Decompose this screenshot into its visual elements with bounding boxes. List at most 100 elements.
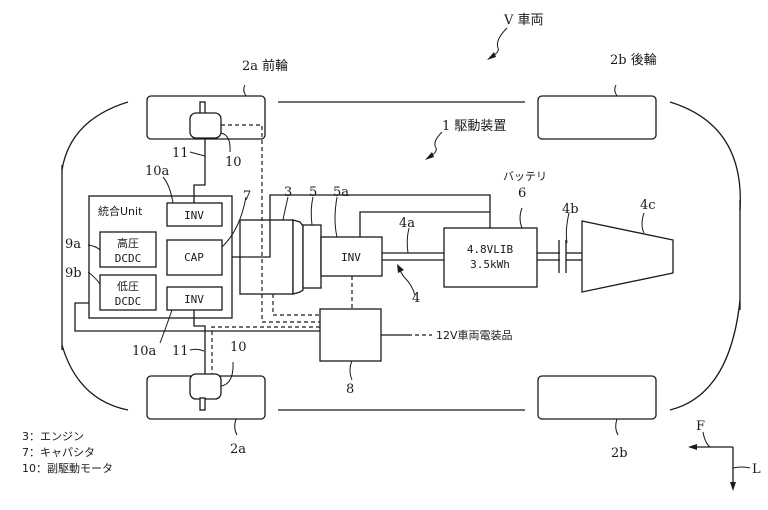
hv-dcdc-line2: DCDC (115, 252, 142, 265)
front-wheel-name: 前輪 (262, 58, 288, 74)
leader-10a-bottom (159, 309, 173, 344)
wire-ref-bottom: 11 (172, 344, 189, 359)
hv-dcdc-ref: 9a (65, 237, 81, 252)
battery-spec-line1: 4.8VLIB (467, 243, 514, 256)
legend-item-engine: 3：エンジン (22, 430, 84, 443)
hv-line-top (232, 194, 491, 258)
vehicle-body-outline (61, 101, 741, 411)
leader-10-bottom (220, 361, 234, 387)
leader-7 (221, 196, 247, 248)
leader-8 (349, 360, 353, 381)
leader-2a-top (243, 84, 247, 97)
sub-motor-top (189, 112, 222, 139)
converter-8-box (319, 308, 382, 362)
rear-wheel-top (537, 95, 657, 140)
vehicle-pointer-arrow-icon (487, 52, 496, 60)
svg-text:1 駆動装置: 1 駆動装置 (442, 119, 506, 134)
body-rear-right-arc (669, 299, 741, 411)
lv-dcdc-box (99, 274, 157, 311)
rear-wheel-name: 後輪 (631, 52, 657, 68)
capacitor-box (166, 239, 223, 276)
lv-dcdc-line2: DCDC (115, 295, 142, 308)
vehicle-ref: V (503, 13, 514, 28)
leader-2b-bottom (615, 418, 619, 436)
inv-top-label: INV (184, 209, 204, 222)
hv-dcdc-line1: 高圧 (117, 236, 139, 250)
vehicle-name: 車両 (518, 13, 544, 28)
legend-item-sub-motor: 10：副駆動モータ (22, 461, 113, 475)
leader-4b (565, 212, 570, 244)
drivetrain-pointer-arrow-icon (397, 264, 404, 273)
rear-wheel-ref-bottom: 2b (611, 446, 628, 461)
sub-motor-bottom-axle (199, 397, 206, 411)
transmission-4c (581, 220, 674, 293)
wire-11-top (193, 138, 206, 203)
sub-motor-top-axle (199, 101, 206, 115)
svg-text:V 車両: V 車両 (503, 13, 544, 28)
sub-motor-ref-bottom: 10 (230, 340, 247, 355)
drive-device-name: 駆動装置 (454, 119, 506, 134)
leader-10-top (220, 132, 231, 153)
control-dashed-engine (272, 294, 320, 316)
drivetrain-pointer-line (398, 267, 416, 296)
leader-2b-top (614, 84, 618, 97)
engine-ref: 3 (284, 185, 292, 200)
leader-4c (641, 212, 645, 234)
leader-L (732, 466, 751, 469)
inv-ref-top: 10a (145, 164, 170, 179)
axis-forward-label: F (696, 419, 705, 434)
rear-wheel-ref: 2b (610, 53, 627, 68)
legend-item-capacitor: 7：キャパシタ (22, 446, 95, 459)
leader-2a-bottom (234, 418, 238, 436)
capacitor-label: CAP (184, 251, 204, 264)
leader-10a-top (162, 176, 174, 204)
body-rear-left-arc (61, 344, 129, 411)
drive-device-ref: 1 (442, 119, 450, 134)
leader-5a (334, 196, 338, 238)
electrical-load-label: 12V車両電装品 (436, 328, 513, 342)
axis-forward-arrow-icon (688, 444, 697, 450)
transmission-ref: 4c (640, 198, 656, 213)
leader-F (702, 431, 711, 448)
svg-text:2b 後輪: 2b 後輪 (610, 52, 657, 68)
axis-lateral-label: L (752, 462, 761, 477)
body-front-right-arc (669, 101, 741, 211)
rear-wheel-bottom (537, 375, 657, 420)
integrated-unit-title: 統合Unit (98, 204, 143, 218)
leader-3 (282, 196, 289, 221)
leader-11-top (189, 151, 206, 157)
drivetrain-ref: 4 (412, 291, 420, 306)
hv-dcdc-box (99, 231, 157, 268)
battery-spec-line2: 3.5kWh (470, 258, 510, 271)
sub-motor-ref-top: 10 (225, 155, 242, 170)
control-dashed-top-motor (221, 124, 320, 323)
clutch-ref: 4b (562, 202, 579, 217)
svg-text:2a 前輪: 2a 前輪 (242, 58, 288, 74)
inv-ref-bottom: 10a (132, 344, 157, 359)
lv-dcdc-to-converter-line (74, 302, 320, 332)
battery-ref: 6 (518, 186, 526, 201)
leader-11-bottom (189, 348, 205, 352)
front-wheel-ref: 2a (242, 59, 258, 74)
wire-ref-top: 11 (172, 146, 189, 161)
sub-motor-bottom (189, 373, 222, 400)
lv-dcdc-line1: 低圧 (117, 280, 139, 293)
motor-box (302, 224, 322, 289)
leader-6 (519, 207, 523, 229)
battery-box (443, 227, 538, 288)
leader-4a (406, 227, 410, 254)
capacitor-ref: 7 (243, 189, 251, 204)
vehicle-pointer-line (489, 27, 508, 59)
inverter-battery-line (359, 211, 490, 237)
inverter-ref: 5a (333, 185, 349, 200)
axis-lateral-arrow-icon (730, 482, 736, 491)
body-front-left-arc (61, 101, 129, 171)
leader-9a (87, 244, 101, 251)
drive-device-pointer-line (427, 131, 443, 159)
lv-dcdc-ref: 9b (65, 266, 82, 281)
drive-device-pointer-arrow-icon (425, 152, 434, 160)
motor-ref: 5 (309, 185, 317, 200)
front-wheel-ref-bottom: 2a (230, 442, 246, 457)
battery-name: バッテリ (503, 170, 547, 183)
